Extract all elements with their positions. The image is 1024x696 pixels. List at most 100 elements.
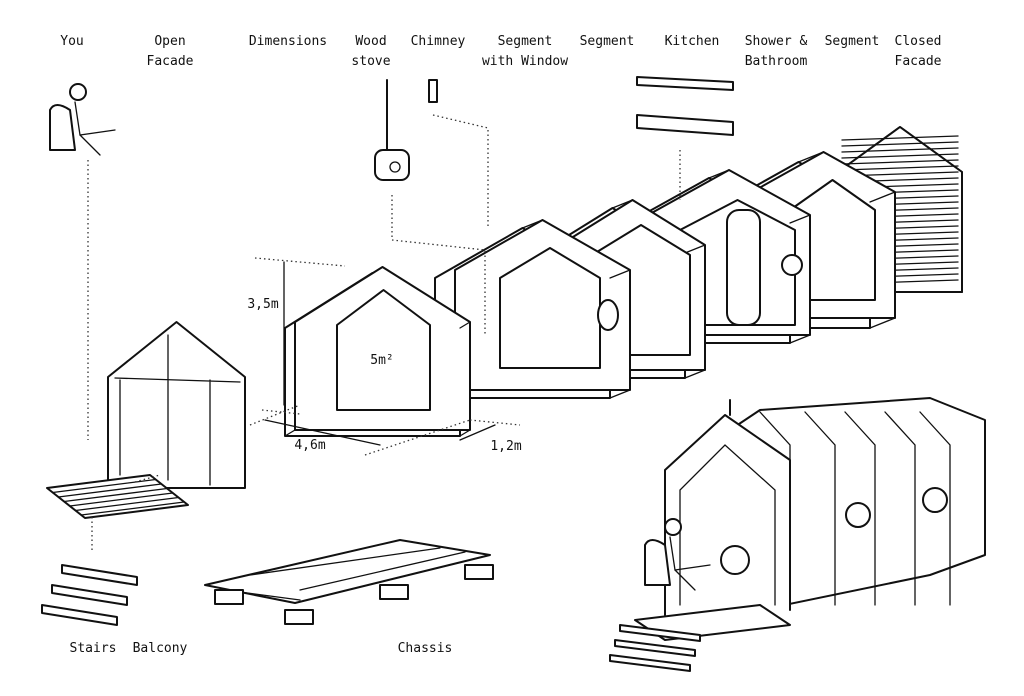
dotted-arrow [391, 195, 486, 335]
house-stove [720, 545, 750, 575]
label-chimney: Chimney [411, 34, 466, 49]
house-window [845, 502, 871, 528]
segment-dimensions-opening [336, 289, 431, 411]
segment-shower-edge [869, 317, 896, 329]
house-segment-line [919, 411, 951, 606]
segment-with-window-edge [609, 269, 631, 279]
balcony-plank [74, 496, 180, 512]
chimney-cap [428, 79, 438, 103]
segment-dimensions [284, 266, 471, 437]
label-stairs: Stairs [70, 641, 117, 656]
label-chassis: Chassis [398, 641, 453, 656]
facade-plank [841, 165, 959, 171]
stove-body [374, 149, 410, 181]
segment-dimensions-edge [459, 429, 471, 437]
round-window [781, 254, 803, 276]
label-balcony: Balcony [133, 641, 188, 656]
house-segment-line [884, 411, 916, 606]
body [669, 536, 711, 591]
house-front-frame [664, 414, 791, 616]
stove-door [389, 161, 401, 173]
dotted-arrow [432, 114, 489, 228]
segment-shower-edge [869, 191, 896, 203]
house-stair [619, 624, 701, 642]
dim-height: 3,5m [247, 297, 278, 312]
armchair [49, 104, 76, 151]
segment-with-window-edge [521, 219, 544, 229]
dimension-arrow [264, 261, 496, 446]
person-on-porch [644, 518, 711, 591]
stair-step [41, 604, 118, 626]
balcony-plank [52, 478, 157, 494]
assembly-arrows [87, 114, 681, 550]
balcony-plank [69, 492, 174, 507]
segment-shower-edge [797, 151, 825, 163]
chimney [428, 79, 438, 103]
open-facade [107, 321, 246, 489]
segment-edge [684, 369, 706, 379]
body [74, 101, 116, 156]
dimension-lines [249, 257, 521, 456]
kitchen-shelf [636, 76, 734, 91]
segment-dimensions-edge [371, 266, 384, 274]
facade-plank [841, 159, 959, 165]
facade-plank [841, 141, 959, 147]
segment-edge [684, 244, 706, 254]
dimension-guide [249, 257, 521, 456]
balcony-plank [63, 487, 168, 503]
segment-with-window-opening [499, 247, 601, 369]
assembled-house [609, 397, 986, 672]
armchair [644, 539, 671, 586]
person-you [49, 83, 116, 156]
segment-kitchen-edge [708, 169, 730, 179]
stair-step [61, 564, 138, 586]
round-window [597, 299, 619, 331]
house-stair [614, 639, 696, 657]
balcony-plank [57, 483, 163, 498]
head [69, 83, 87, 101]
kitchen-parts [636, 76, 734, 136]
dimension-labels: 3,5m 5m² 4,6m 1,2m [247, 297, 521, 454]
chassis-frame [204, 539, 491, 604]
chassis-foot [379, 584, 409, 600]
wood-stove [374, 79, 410, 181]
house-window [922, 487, 948, 513]
label-segment-2: Segment [825, 34, 880, 49]
drawing [41, 76, 986, 672]
head [664, 518, 682, 536]
chassis-foot [214, 589, 244, 605]
balcony-plank [80, 501, 185, 516]
house-stair [609, 654, 691, 672]
chassis-foot [464, 564, 494, 580]
label-kitchen: Kitchen [665, 34, 720, 49]
dim-area: 5m² [370, 353, 393, 368]
house-segment-line [844, 411, 876, 606]
bathroom-door [726, 209, 761, 326]
balcony-deck [46, 474, 189, 519]
facade-plank [841, 147, 959, 153]
label-you: You [60, 34, 83, 49]
open-facade-frame [107, 321, 246, 489]
label-dimensions: Dimensions [249, 34, 327, 49]
segment-kitchen-edge [789, 334, 811, 344]
balcony [46, 474, 189, 519]
open-facade-panels [114, 334, 241, 486]
facade-plank [841, 153, 959, 159]
house-segment-line [804, 411, 836, 606]
chassis-foot [284, 609, 314, 625]
label-segment: Segment [580, 34, 635, 49]
segment-dimensions-edge [284, 429, 296, 437]
segment-kitchen-edge [789, 214, 811, 224]
stairs [41, 564, 138, 626]
dim-length: 4,6m [294, 438, 325, 453]
stair-step [51, 584, 128, 606]
bottom-labels: Stairs Balcony Chassis [70, 641, 453, 656]
segment-edge [611, 199, 634, 209]
segment-with-window [434, 219, 631, 399]
dim-depth: 1,2m [490, 439, 521, 454]
